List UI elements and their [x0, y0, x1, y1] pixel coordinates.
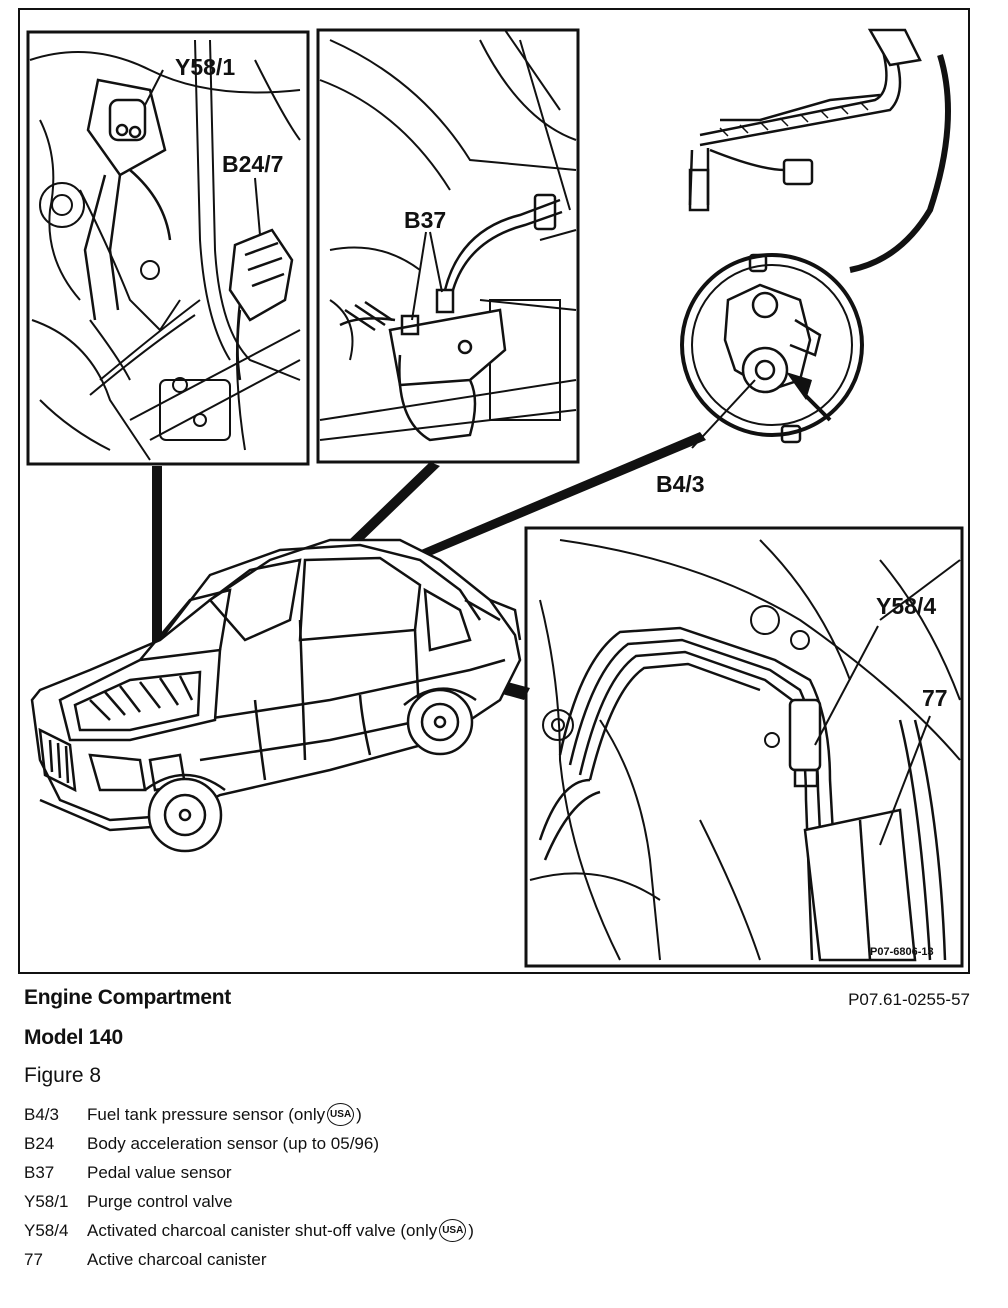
callout-b37: B37: [404, 207, 446, 233]
legend-code: 77: [24, 1249, 43, 1269]
legend-item: 77 Active charcoal canister: [24, 1245, 474, 1274]
legend-code: Y58/1: [24, 1191, 69, 1211]
legend-code: B24: [24, 1133, 55, 1153]
inset-purge-valve: Y58/1 B24/7: [26, 30, 310, 466]
callout-y58-4: Y58/4: [876, 593, 936, 619]
legend-item: B4/3 Fuel tank pressure sensor (only USA…: [24, 1100, 474, 1129]
document-reference: P07.61-0255-57: [848, 990, 970, 1009]
caption-figure: Figure 8: [24, 1064, 102, 1087]
legend-item: Y58/4 Activated charcoal canister shut-o…: [24, 1216, 474, 1245]
legend-text: Purge control valve: [87, 1191, 233, 1211]
fuel-tank-sensor-view: B4/3: [656, 28, 951, 497]
inset-pedal-value-sensor: B37: [316, 28, 580, 464]
legend-suffix: ): [468, 1220, 474, 1240]
caption-model: Model 140: [24, 1026, 123, 1049]
legend-code: B4/3: [24, 1104, 59, 1124]
callout-y58-1: Y58/1: [175, 54, 235, 80]
callout-b4-3: B4/3: [656, 471, 705, 497]
legend-suffix: ): [356, 1104, 362, 1124]
legend-item: Y58/1 Purge control valve: [24, 1187, 474, 1216]
image-ref: P07-6806-13: [870, 946, 934, 958]
legend-code: Y58/4: [24, 1220, 69, 1240]
legend-code: B37: [24, 1162, 55, 1182]
legend-item: B37 Pedal value sensor: [24, 1158, 474, 1187]
caption-title: Engine Compartment: [24, 986, 231, 1009]
legend-text: Active charcoal canister: [87, 1249, 267, 1269]
engine-compartment-diagram: Y58/1 B24/7: [26, 28, 964, 968]
legend-text: Body acceleration sensor (up to 05/96): [87, 1133, 380, 1153]
legend-text: Activated charcoal canister shut-off val…: [87, 1220, 438, 1240]
inset-charcoal-canister: Y58/4 77 P07-6806-13: [524, 526, 964, 968]
usa-badge-icon: USA: [327, 1103, 355, 1126]
legend-item: B24 Body acceleration sensor (up to 05/9…: [24, 1129, 474, 1158]
callout-b24-7: B24/7: [222, 151, 283, 177]
callout-77: 77: [922, 685, 948, 711]
legend-text: Pedal value sensor: [87, 1162, 232, 1182]
legend-text: Fuel tank pressure sensor (only: [87, 1104, 326, 1124]
legend-list: B4/3 Fuel tank pressure sensor (only USA…: [24, 1100, 474, 1274]
usa-badge-icon: USA: [439, 1219, 467, 1242]
car-illustration: [30, 538, 522, 853]
